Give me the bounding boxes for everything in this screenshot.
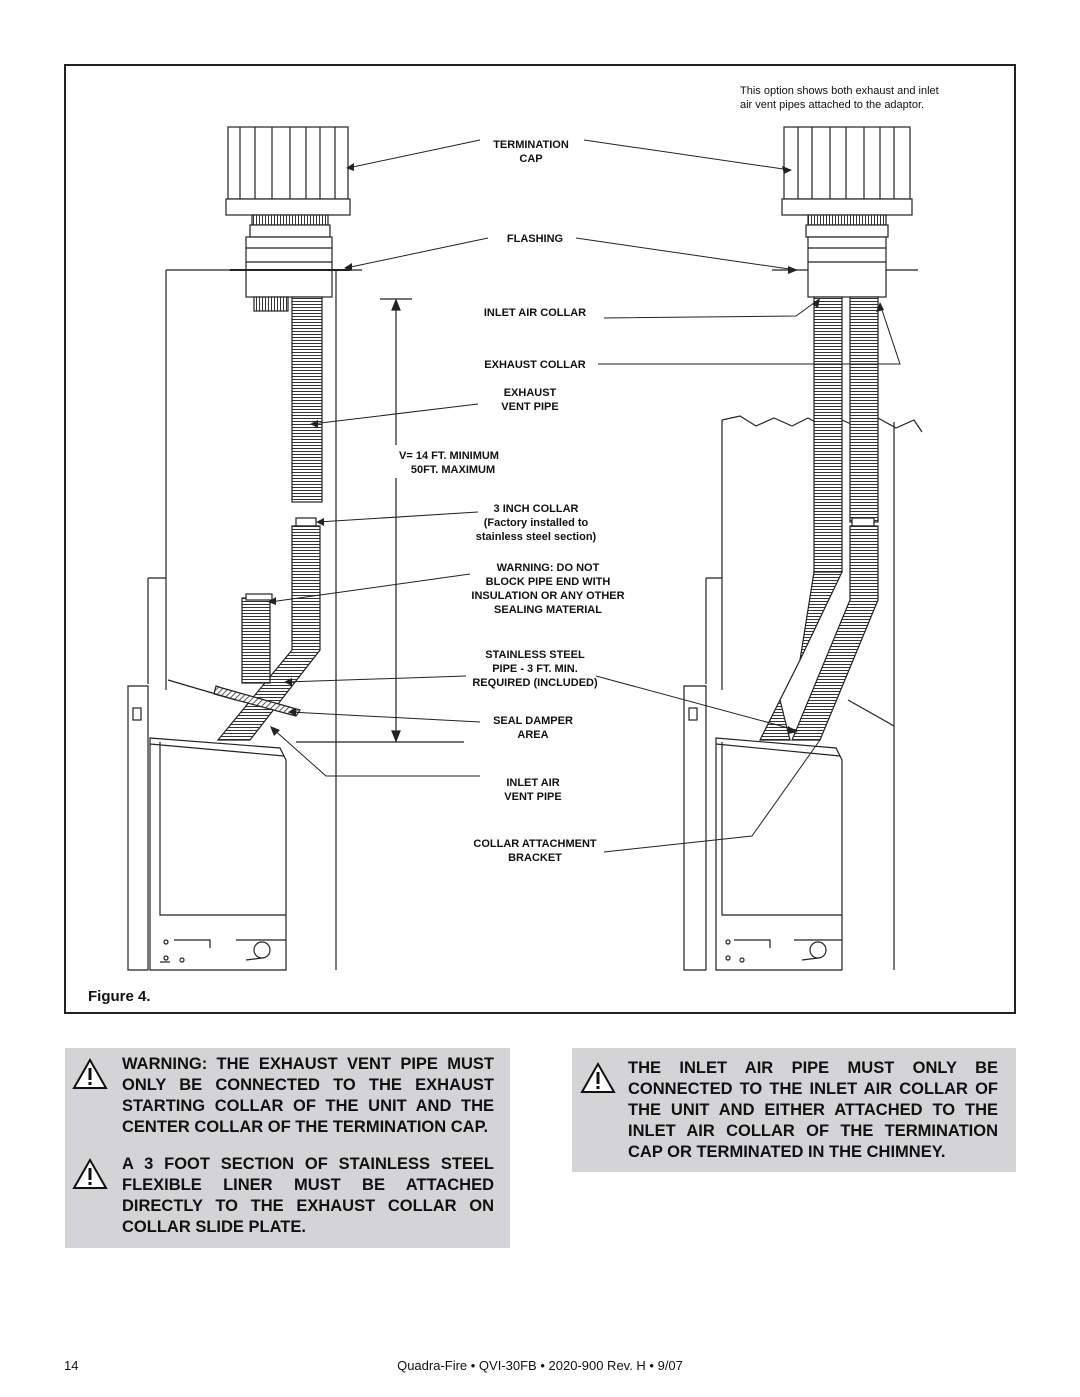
left-exhaust-vent-pipe [216, 296, 323, 741]
label-stainless-steel-pipe: STAINLESS STEEL PIPE - 3 FT. MIN. REQUIR… [472, 649, 598, 689]
label-inlet-air-collar: INLET AIR COLLAR [483, 307, 587, 319]
label-seal-damper: SEAL DAMPER AREA [493, 715, 573, 741]
warning-triangle-icon [72, 1058, 108, 1089]
label-inlet-air-vent-pipe: INLET AIR VENT PIPE [504, 777, 562, 803]
label-v-maximum: 50FT. MAXIMUM [410, 464, 496, 476]
left-fireplace-unit [127, 685, 287, 971]
figure-caption: Figure 4. [88, 988, 151, 1005]
label-exhaust-collar: EXHAUST COLLAR [484, 359, 586, 371]
warning-triangle-icon [580, 1062, 616, 1093]
label-termination-cap: TERMINATION CAP [493, 139, 569, 165]
option-note: This option shows both exhaust and inlet… [740, 85, 939, 111]
label-three-inch-collar: 3 INCH COLLAR (Factory installed to stai… [475, 503, 597, 543]
warning-exhaust-vent-text: WARNING: THE EXHAUST VENT PIPE MUST ONLY… [122, 1055, 494, 1136]
warning-box-right [572, 1048, 1016, 1172]
leader-lines [269, 139, 901, 853]
v-dimension-line [296, 298, 464, 743]
label-v-minimum: V= 14 FT. MINIMUM [399, 450, 499, 462]
warning-stainless-steel-text: A 3 FOOT SECTION OF STAINLESS STEEL FLEX… [122, 1155, 494, 1236]
left-termination-cap [225, 126, 351, 312]
page-number: 14 [64, 1358, 79, 1373]
warning-box-left [65, 1048, 510, 1248]
document-info: Quadra-Fire • QVI-30FB • 2020-900 Rev. H… [397, 1358, 683, 1373]
right-fireplace-unit [683, 685, 843, 971]
right-termination-cap [781, 126, 913, 298]
venting-diagram [127, 126, 923, 971]
label-collar-attachment-bracket: COLLAR ATTACHMENT BRACKET [473, 838, 597, 864]
label-flashing: FLASHING [506, 233, 564, 245]
warning-inlet-air-text: THE INLET AIR PIPE MUST ONLY BE CONNECTE… [628, 1059, 998, 1161]
label-exhaust-vent-pipe: EXHAUST VENT PIPE [501, 387, 559, 413]
label-warning-block-pipe: WARNING: DO NOT BLOCK PIPE END WITH INSU… [471, 562, 625, 616]
left-seal-damper [213, 685, 301, 717]
right-vent-pipes [759, 296, 895, 741]
arrowheads [268, 163, 884, 736]
figure-frame [64, 64, 1016, 1014]
warning-triangle-icon [72, 1158, 108, 1189]
